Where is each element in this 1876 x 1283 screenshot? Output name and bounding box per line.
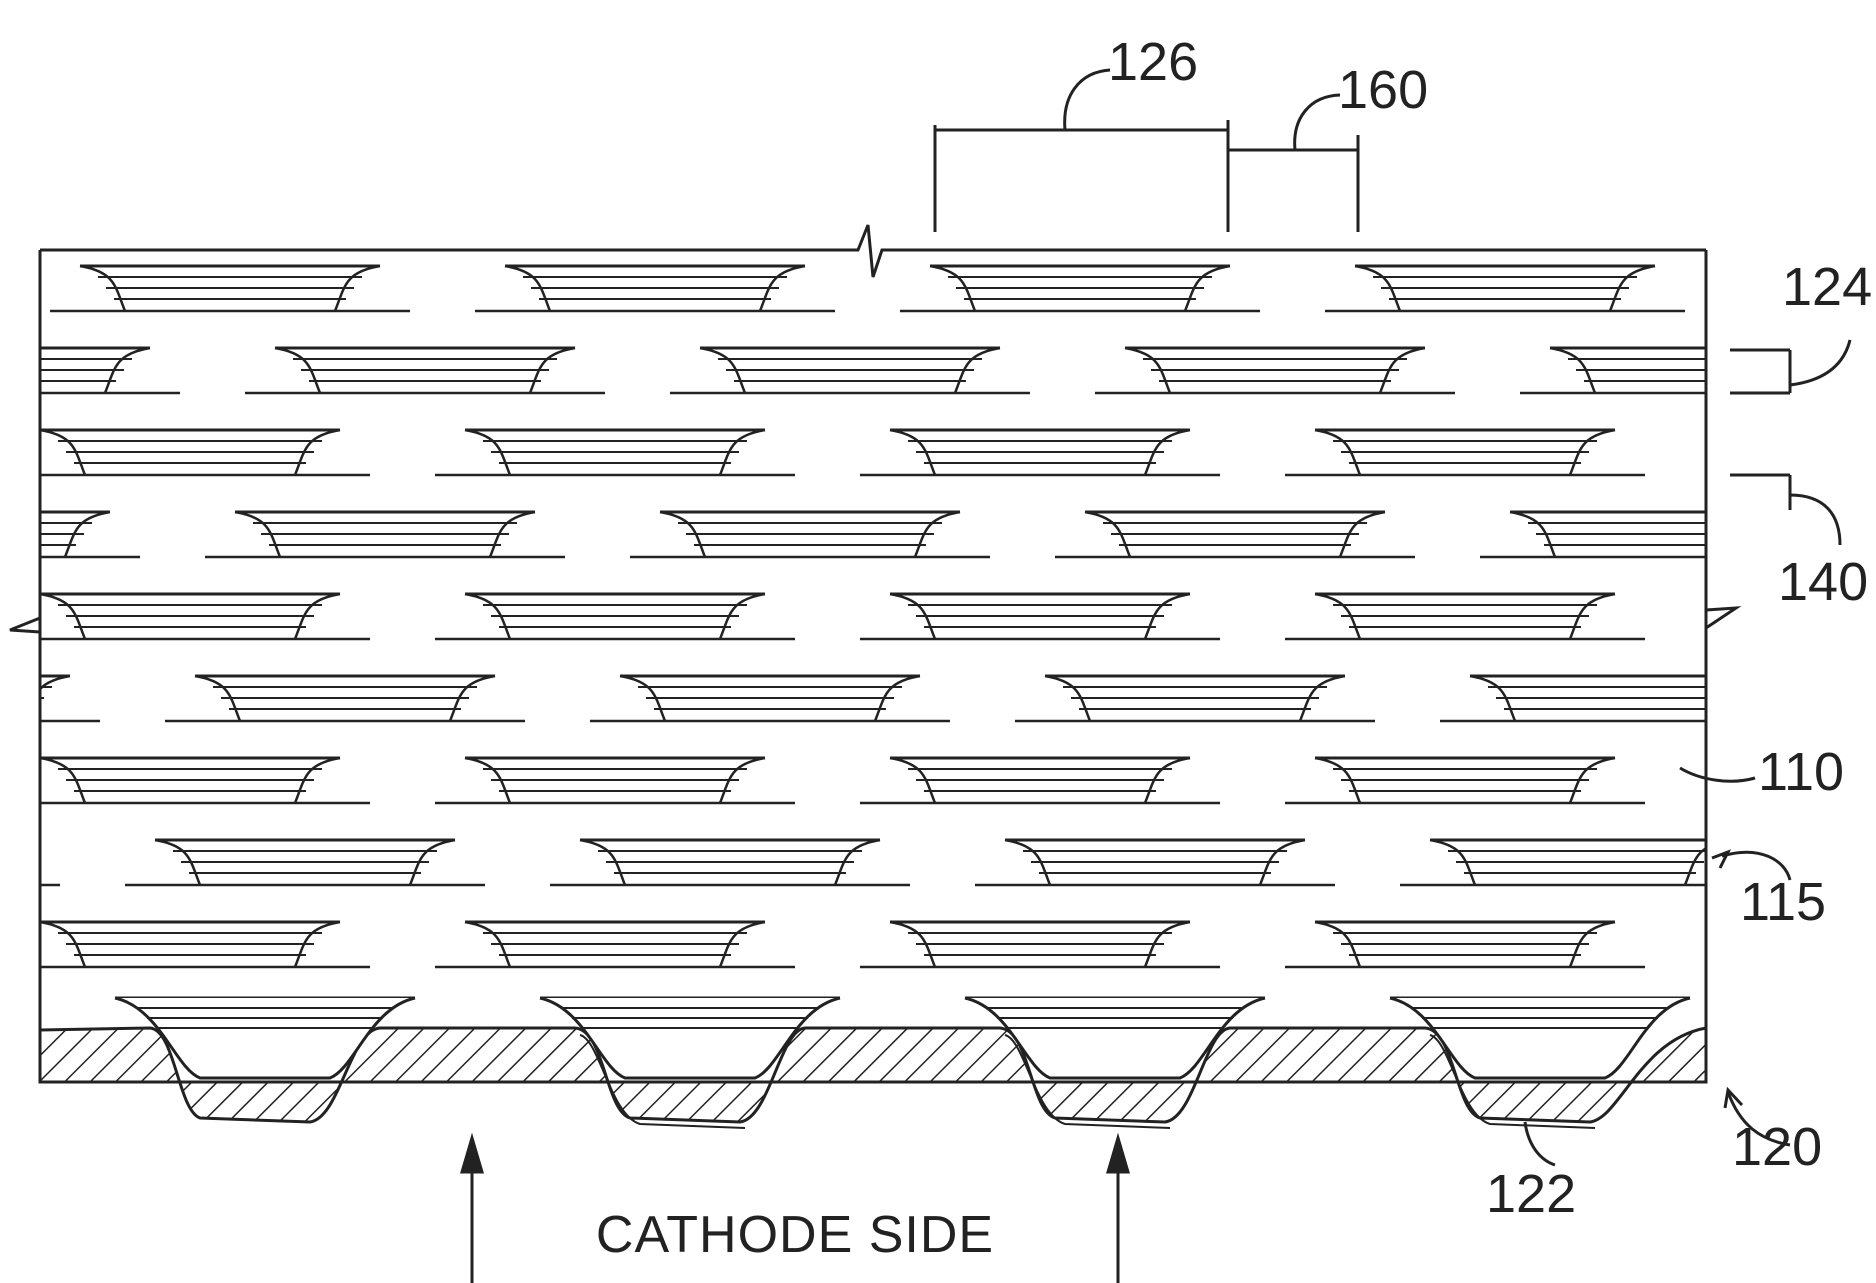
fibre-cell — [860, 922, 1220, 967]
fibre-cell — [1710, 430, 1876, 475]
fibre-cell — [1285, 758, 1645, 803]
fibre-cell — [0, 676, 100, 721]
fibre-cell — [1095, 348, 1455, 393]
fibre-cell — [860, 594, 1220, 639]
fibre-cell — [475, 266, 835, 311]
fibre-cell — [630, 512, 990, 557]
layer-frame — [10, 225, 1736, 1082]
fibre-cell — [10, 430, 370, 475]
wire-row — [0, 840, 1760, 885]
wire-row — [0, 922, 1876, 967]
fibre-cell — [435, 430, 795, 475]
fibre-cell — [1285, 922, 1645, 967]
label-122: 122 — [1486, 1164, 1576, 1224]
fibre-cell — [975, 840, 1335, 885]
fibre-cell — [10, 594, 370, 639]
wire-rows — [0, 266, 1876, 967]
wire-row — [0, 758, 1876, 803]
fibre-cell — [165, 676, 525, 721]
fibre-cell — [1480, 512, 1840, 557]
fibre-cell — [860, 430, 1220, 475]
fibre-cell — [1520, 348, 1876, 393]
fibre-cell — [1325, 266, 1685, 311]
fibre-cell — [435, 922, 795, 967]
caption-cathode-side: CATHODE SIDE — [596, 1206, 994, 1264]
arrowhead-left-icon — [462, 1138, 482, 1172]
fibre-cell — [0, 348, 180, 393]
wire-row — [0, 676, 1800, 721]
fibre-cell — [125, 840, 485, 885]
fibre-cell — [1440, 676, 1800, 721]
fibre-cell — [0, 512, 140, 557]
fibre-cell — [1055, 512, 1415, 557]
label-120: 120 — [1732, 1117, 1822, 1177]
wire-row — [0, 594, 1876, 639]
dimension-bracket — [935, 70, 1358, 232]
fibre-cell — [1285, 430, 1645, 475]
fibre-cell — [550, 840, 910, 885]
fibre-cell — [590, 676, 950, 721]
label-160: 160 — [1338, 60, 1428, 120]
fibre-cell — [0, 840, 60, 885]
label-115: 115 — [1740, 872, 1826, 932]
wire-row — [0, 512, 1840, 557]
fibre-cell — [245, 348, 605, 393]
fibre-cell — [435, 594, 795, 639]
wire-row — [0, 348, 1876, 393]
arrowhead-right-icon — [1108, 1138, 1128, 1172]
fibre-cell — [860, 758, 1220, 803]
fibre-cell — [435, 758, 795, 803]
wire-row — [0, 266, 1706, 311]
fibre-cell — [205, 512, 565, 557]
label-124: 124 — [1782, 257, 1872, 317]
fibre-cell — [670, 348, 1030, 393]
fibre-cell — [10, 922, 370, 967]
label-140: 140 — [1778, 552, 1868, 612]
fibre-cell — [1285, 594, 1645, 639]
wire-row — [0, 430, 1876, 475]
fibre-cell — [50, 266, 410, 311]
label-126: 126 — [1108, 32, 1198, 92]
fibre-cell — [1015, 676, 1375, 721]
fibre-cell — [10, 758, 370, 803]
label-110: 110 — [1758, 742, 1844, 802]
fibre-cell — [900, 266, 1260, 311]
